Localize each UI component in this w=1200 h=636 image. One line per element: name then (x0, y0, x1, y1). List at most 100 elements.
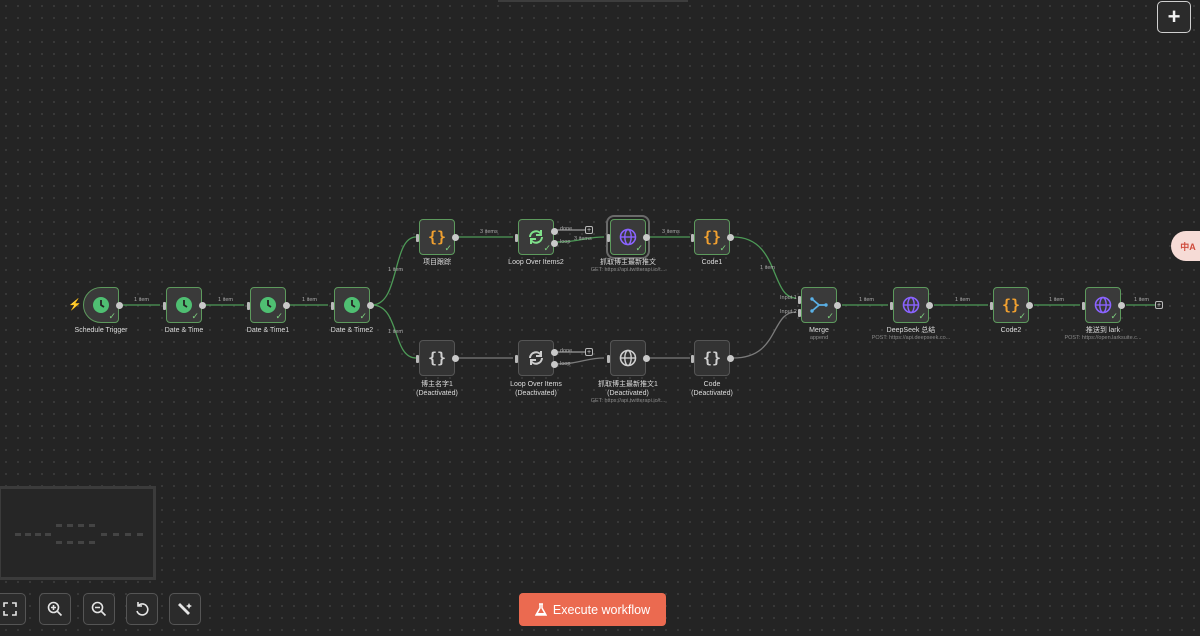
plus-icon: + (1167, 4, 1181, 29)
node-fetch-latest-tweets1[interactable] (607, 340, 650, 376)
output-handle[interactable] (116, 302, 123, 309)
minimap-node (89, 524, 95, 527)
input-handle-1[interactable] (798, 296, 801, 304)
code-braces-icon: {} (702, 349, 722, 367)
output-handle[interactable] (199, 302, 206, 309)
output-label-done: done (560, 226, 573, 232)
flask-icon (534, 603, 547, 616)
input-handle[interactable] (515, 234, 518, 242)
output-handle-done[interactable] (551, 349, 558, 356)
success-check-icon: ✓ (1110, 311, 1118, 321)
node-code2[interactable]: {} ✓ (990, 287, 1033, 323)
success-check-icon: ✓ (1018, 311, 1026, 321)
add-node-button[interactable]: + (585, 348, 593, 356)
execute-workflow-button[interactable]: Execute workflow (519, 593, 666, 626)
node-project-tracking[interactable]: {} ✓ (416, 219, 459, 255)
output-handle[interactable] (643, 355, 650, 362)
top-strip (498, 0, 688, 2)
node-schedule-trigger[interactable]: ✓ (83, 287, 123, 323)
fit-view-button[interactable] (0, 593, 26, 625)
node-label: Code (703, 381, 721, 388)
node-blogger-name1[interactable]: {} (416, 340, 459, 376)
node-code[interactable]: {} (691, 340, 734, 376)
node-date-time[interactable]: ✓ (163, 287, 206, 323)
success-check-icon: ✓ (826, 311, 834, 321)
zoom-out-button[interactable] (83, 593, 115, 625)
success-check-icon: ✓ (359, 311, 367, 321)
code-braces-icon: {} (702, 228, 722, 246)
node-merge[interactable]: ✓ (798, 287, 841, 323)
input-handle[interactable] (691, 355, 694, 363)
loop-arrows-icon (529, 230, 543, 244)
add-node-button[interactable]: + (585, 226, 593, 234)
node-date-time1[interactable]: ✓ (247, 287, 290, 323)
output-handle[interactable] (452, 234, 459, 241)
node-loop-over-items[interactable] (515, 340, 558, 376)
output-label-loop: loop (560, 361, 571, 367)
edge-item-count: 1 item (388, 329, 403, 335)
add-node-button[interactable]: + (1155, 301, 1163, 309)
node-label: 项目跟踪 (423, 259, 451, 266)
globe-icon (619, 228, 637, 246)
clock-icon (93, 297, 109, 313)
input-label-2: Input 2 (780, 309, 797, 315)
output-handle-loop[interactable] (551, 361, 558, 368)
output-label-done: done (560, 348, 573, 354)
success-check-icon: ✓ (444, 243, 452, 253)
node-label: Loop Over Items2 (508, 259, 564, 266)
reset-zoom-button[interactable] (126, 593, 158, 625)
edge-item-count: 1 item (302, 297, 317, 303)
output-handle[interactable] (834, 302, 841, 309)
output-handle-loop[interactable] (551, 240, 558, 247)
node-fetch-latest-tweets[interactable]: ✓ (606, 215, 650, 259)
success-check-icon: ✓ (275, 311, 283, 321)
node-label: Date & Time2 (330, 327, 374, 334)
node-code1[interactable]: {} ✓ (691, 219, 734, 255)
node-date-time2[interactable]: ✓ (331, 287, 374, 323)
tidy-up-button[interactable] (169, 593, 201, 625)
node-label: Date & Time1 (246, 327, 290, 334)
input-handle[interactable] (1082, 302, 1085, 310)
output-handle[interactable] (643, 234, 650, 241)
node-label: DeepSeek 总结 (886, 327, 936, 334)
globe-icon (619, 349, 637, 367)
input-handle[interactable] (515, 355, 518, 363)
input-handle[interactable] (416, 234, 419, 242)
input-handle[interactable] (607, 234, 610, 242)
node-label: 推送到 lark (1085, 327, 1121, 334)
node-label: Loop Over Items (510, 381, 562, 388)
input-handle[interactable] (331, 302, 334, 310)
node-loop-over-items2[interactable]: ✓ (515, 219, 558, 255)
output-handle[interactable] (452, 355, 459, 362)
edge-item-count: 1 item (388, 267, 403, 273)
translate-extension-button[interactable]: 中A (1171, 231, 1200, 261)
output-handle[interactable] (727, 234, 734, 241)
input-handle[interactable] (247, 302, 250, 310)
output-handle[interactable] (283, 302, 290, 309)
zoom-in-button[interactable] (39, 593, 71, 625)
input-handle-2[interactable] (798, 309, 801, 317)
output-handle[interactable] (1118, 302, 1125, 309)
add-node-panel-button[interactable]: + (1157, 1, 1191, 33)
edge-item-count: 1 item (955, 297, 970, 303)
output-handle[interactable] (1026, 302, 1033, 309)
output-handle[interactable] (926, 302, 933, 309)
input-handle[interactable] (691, 234, 694, 242)
output-handle[interactable] (367, 302, 374, 309)
node-status: (Deactivated) (607, 390, 649, 397)
minimap[interactable] (0, 486, 156, 580)
edge-item-count: 3 items (662, 229, 680, 235)
clock-icon (344, 297, 360, 313)
input-handle[interactable] (607, 355, 610, 363)
undo-arrow-icon (136, 602, 149, 616)
node-deepseek-summary[interactable]: ✓ (890, 287, 933, 323)
input-handle[interactable] (990, 302, 993, 310)
node-label: 抓取博主最新推文 (600, 259, 656, 266)
input-handle[interactable] (416, 355, 419, 363)
output-handle[interactable] (727, 355, 734, 362)
input-handle[interactable] (890, 302, 893, 310)
node-push-to-lark[interactable]: ✓ (1082, 287, 1125, 323)
success-check-icon: ✓ (108, 311, 116, 321)
output-handle-done[interactable] (551, 228, 558, 235)
input-handle[interactable] (163, 302, 166, 310)
